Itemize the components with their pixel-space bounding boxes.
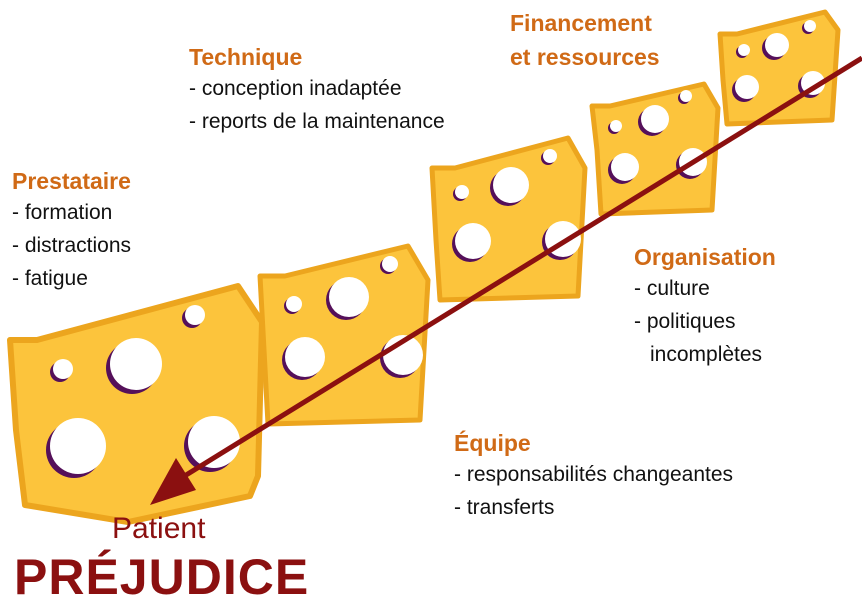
group-equipe: Équipe - responsabilités changeantes - t…: [454, 430, 733, 524]
patient-label: Patient: [112, 512, 206, 545]
list-item: - reports de la maintenance: [189, 109, 445, 133]
group-technique: Technique - conception inadaptée - repor…: [189, 44, 445, 138]
group-title-equipe: Équipe: [454, 430, 531, 456]
cheese-slice-equipe: [257, 243, 431, 427]
list-item: - culture: [634, 276, 710, 300]
group-title-financement-line1: Financement: [510, 10, 652, 36]
accident-trajectory-arrow: [150, 55, 862, 505]
list-item: - politiques: [634, 309, 736, 333]
group-financement: Financement et ressources: [510, 6, 660, 74]
list-item: - formation: [12, 200, 113, 224]
group-title-financement-line2: et ressources: [510, 44, 660, 70]
list-item: incomplètes: [650, 342, 763, 366]
cheese-slice-financement: [717, 9, 841, 127]
group-title-organisation: Organisation: [634, 244, 776, 270]
arrowhead: [150, 458, 196, 505]
group-organisation: Organisation - culture - politiques inco…: [634, 244, 776, 371]
group-title-prestataire: Prestataire: [12, 168, 131, 194]
list-item: - distractions: [12, 233, 132, 257]
cheese-slice-prestataire: [7, 283, 265, 525]
group-title-technique: Technique: [189, 44, 303, 70]
harm-label: PRÉJUDICE: [14, 549, 310, 605]
list-item: - fatigue: [12, 266, 88, 290]
list-item: - transferts: [454, 495, 555, 519]
list-item: - conception inadaptée: [189, 76, 402, 100]
cheese-slice-organisation: [589, 81, 721, 217]
list-item: - responsabilités changeantes: [454, 462, 734, 486]
group-prestataire: Prestataire - formation - distractions -…: [12, 168, 131, 295]
